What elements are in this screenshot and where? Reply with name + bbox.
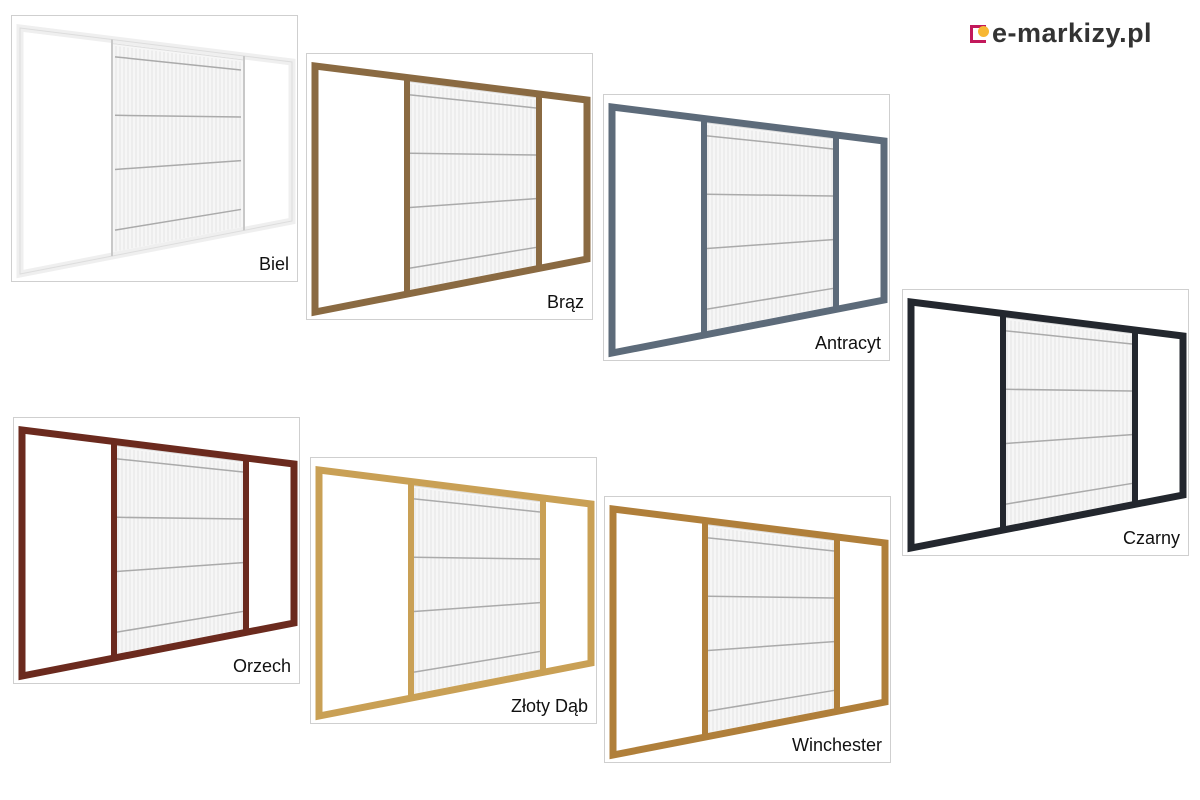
mesh-bar	[114, 159, 242, 171]
mesh-bar	[114, 114, 242, 118]
mesh-bar	[1005, 433, 1133, 445]
mesh-bar	[1005, 330, 1133, 345]
door-frame-outline	[19, 27, 293, 275]
door-illustration	[18, 426, 298, 681]
mesh-bar	[706, 193, 834, 197]
mesh-bar	[706, 135, 834, 150]
door-frame	[907, 298, 1187, 553]
door-frame	[609, 505, 889, 760]
brand-logo: e-markizy.pl	[970, 18, 1152, 49]
door-illustration	[609, 505, 889, 760]
variant-card-winchester: Winchester	[604, 496, 891, 763]
variant-card-antracyt: Antracyt	[603, 94, 890, 361]
mesh-bar	[116, 561, 244, 573]
mesh-bar	[707, 595, 835, 599]
variant-label: Orzech	[232, 656, 291, 676]
mesh-bar	[409, 246, 537, 269]
mesh-bar	[116, 610, 244, 633]
mesh-bar	[116, 458, 244, 473]
mesh-bar	[1005, 482, 1133, 505]
variant-card-orzech: Orzech	[13, 417, 300, 684]
door-illustration	[907, 298, 1187, 553]
variant-card-zloty-dab: Złoty Dąb	[310, 457, 597, 724]
logo-icon	[970, 24, 989, 43]
door-illustration	[16, 24, 296, 279]
variant-label: Antracyt	[814, 333, 881, 353]
mesh-bar	[413, 601, 541, 613]
mesh-bar	[413, 556, 541, 560]
logo-text: e-markizy.pl	[992, 18, 1153, 48]
variant-label: Biel	[258, 254, 289, 274]
mesh-bar	[413, 498, 541, 513]
door-frame	[608, 103, 888, 358]
door-frame	[18, 426, 298, 681]
variant-label: Brąz	[546, 292, 584, 312]
mesh-bar	[1005, 388, 1133, 392]
mesh-bar	[706, 238, 834, 250]
mesh-bar	[116, 516, 244, 520]
mesh-bar	[707, 640, 835, 652]
mesh-bar	[707, 537, 835, 552]
door-frame	[315, 466, 595, 721]
variant-label: Winchester	[791, 735, 882, 755]
door-frame	[311, 62, 591, 317]
mesh-bar	[114, 208, 242, 231]
variant-card-braz: Brąz	[306, 53, 593, 320]
variant-label: Złoty Dąb	[510, 696, 588, 716]
mesh-bar	[114, 56, 242, 71]
door-illustration	[608, 103, 888, 358]
mesh-bar	[409, 152, 537, 156]
mesh-bar	[409, 197, 537, 209]
door-illustration	[315, 466, 595, 721]
mesh-bar	[409, 94, 537, 109]
mesh-bar	[413, 650, 541, 673]
variant-card-biel: Biel	[11, 15, 298, 282]
variant-label: Czarny	[1122, 528, 1180, 548]
door-illustration	[311, 62, 591, 317]
mesh-bar	[706, 287, 834, 310]
mesh-bar	[707, 689, 835, 712]
variant-card-czarny: Czarny	[902, 289, 1189, 556]
